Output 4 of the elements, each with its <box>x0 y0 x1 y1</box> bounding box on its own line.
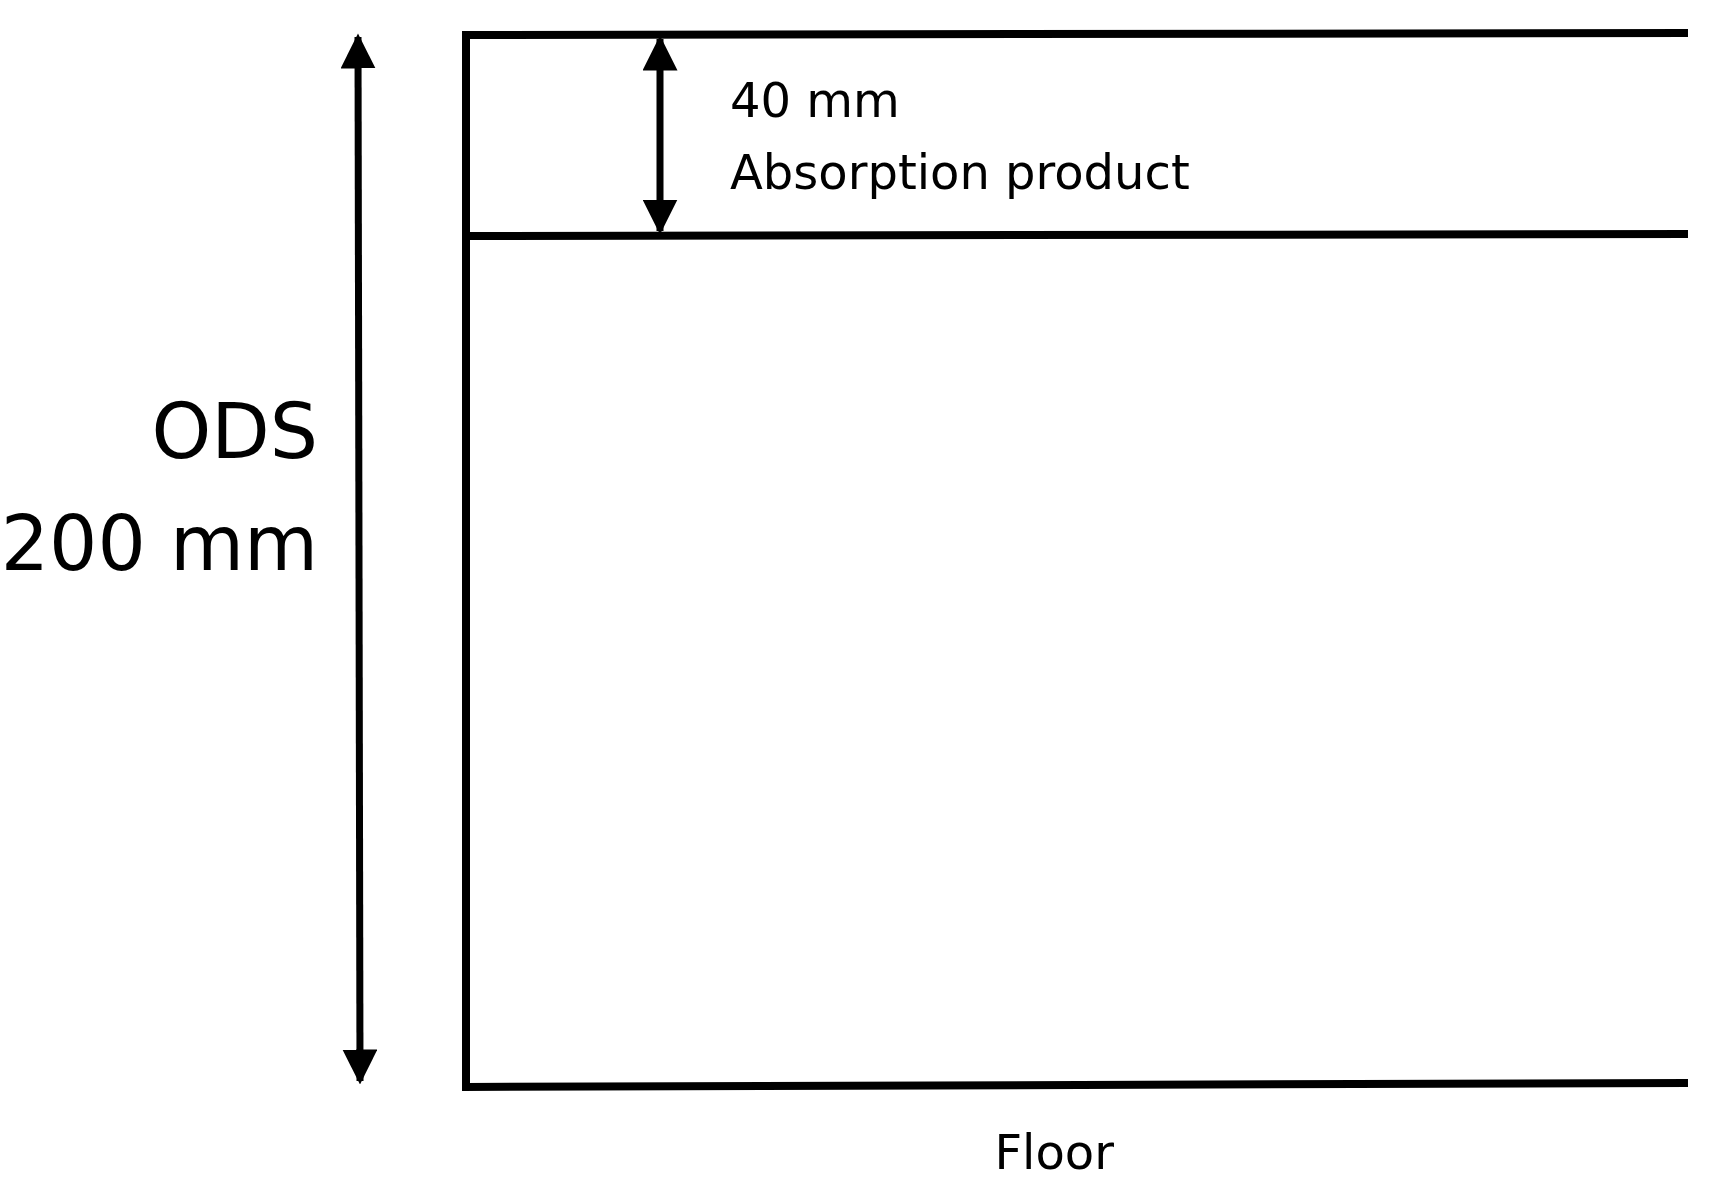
dimension-label: 40 mm <box>730 76 900 124</box>
dimension-label: 200 mm <box>0 506 318 582</box>
layer-label: ODS <box>151 394 318 470</box>
floor-label: Floor <box>994 1128 1114 1176</box>
